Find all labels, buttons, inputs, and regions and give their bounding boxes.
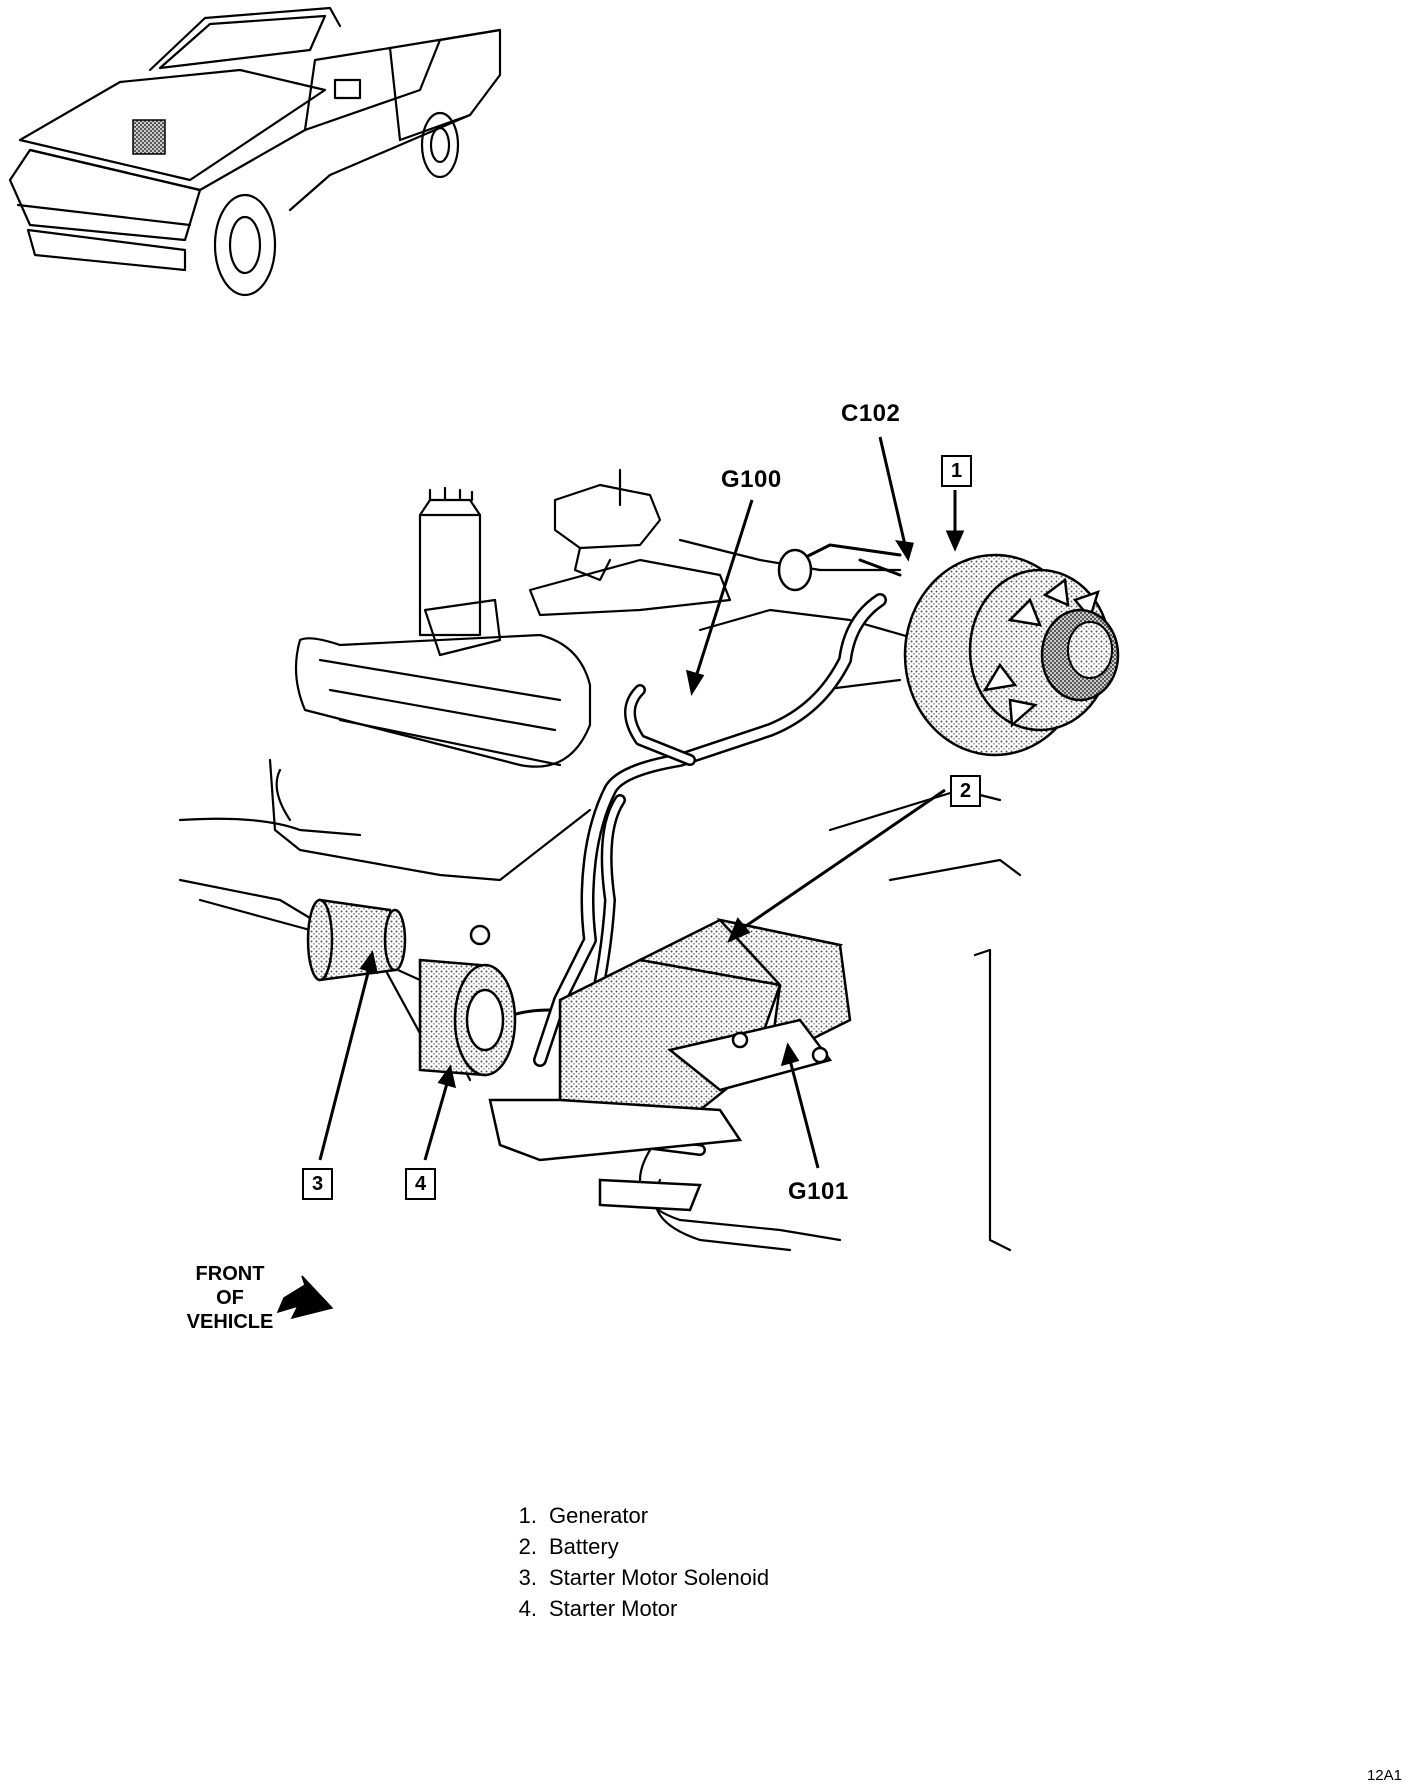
callout-g100: G100 <box>721 466 782 493</box>
front-of-vehicle-label: FRONT OF VEHICLE <box>170 1262 290 1334</box>
figure-id: 12A1 <box>1366 1767 1402 1784</box>
legend-label: Generator <box>549 1503 649 1528</box>
front-arrow-icon <box>276 1275 334 1320</box>
legend-item: 3. Starter Motor Solenoid <box>505 1562 769 1593</box>
box-1-generator: 1 <box>941 455 972 487</box>
legend-number: 4. <box>518 1596 537 1621</box>
legend-label: Starter Motor Solenoid <box>549 1565 770 1590</box>
legend-number: 1. <box>518 1503 537 1528</box>
legend: 1. Generator 2. Battery 3. Starter Motor… <box>505 1500 769 1624</box>
battery-drawing <box>488 917 852 1212</box>
legend-number: 3. <box>518 1565 537 1590</box>
front-label-line3: VEHICLE <box>186 1311 274 1333</box>
box-2-battery: 2 <box>950 775 981 807</box>
battery-location-marker <box>132 119 166 155</box>
legend-item: 2. Battery <box>505 1531 769 1562</box>
box-3-starter-solenoid: 3 <box>302 1168 333 1200</box>
legend-number: 2. <box>518 1534 537 1559</box>
front-label-line2: OF <box>216 1287 244 1309</box>
truck-locator-thumbnail <box>8 6 502 297</box>
leader-arrows <box>318 436 965 1169</box>
callout-c102: C102 <box>841 400 901 427</box>
generator-drawing <box>903 553 1120 757</box>
callout-g101: G101 <box>788 1178 849 1205</box>
legend-item: 1. Generator <box>505 1500 769 1531</box>
box-4-starter-motor: 4 <box>405 1168 436 1200</box>
legend-label: Starter Motor <box>549 1596 678 1621</box>
legend-label: Battery <box>549 1534 619 1559</box>
starter-drawing <box>306 898 517 1077</box>
front-label-line1: FRONT <box>195 1263 265 1285</box>
legend-item: 4. Starter Motor <box>505 1593 769 1624</box>
